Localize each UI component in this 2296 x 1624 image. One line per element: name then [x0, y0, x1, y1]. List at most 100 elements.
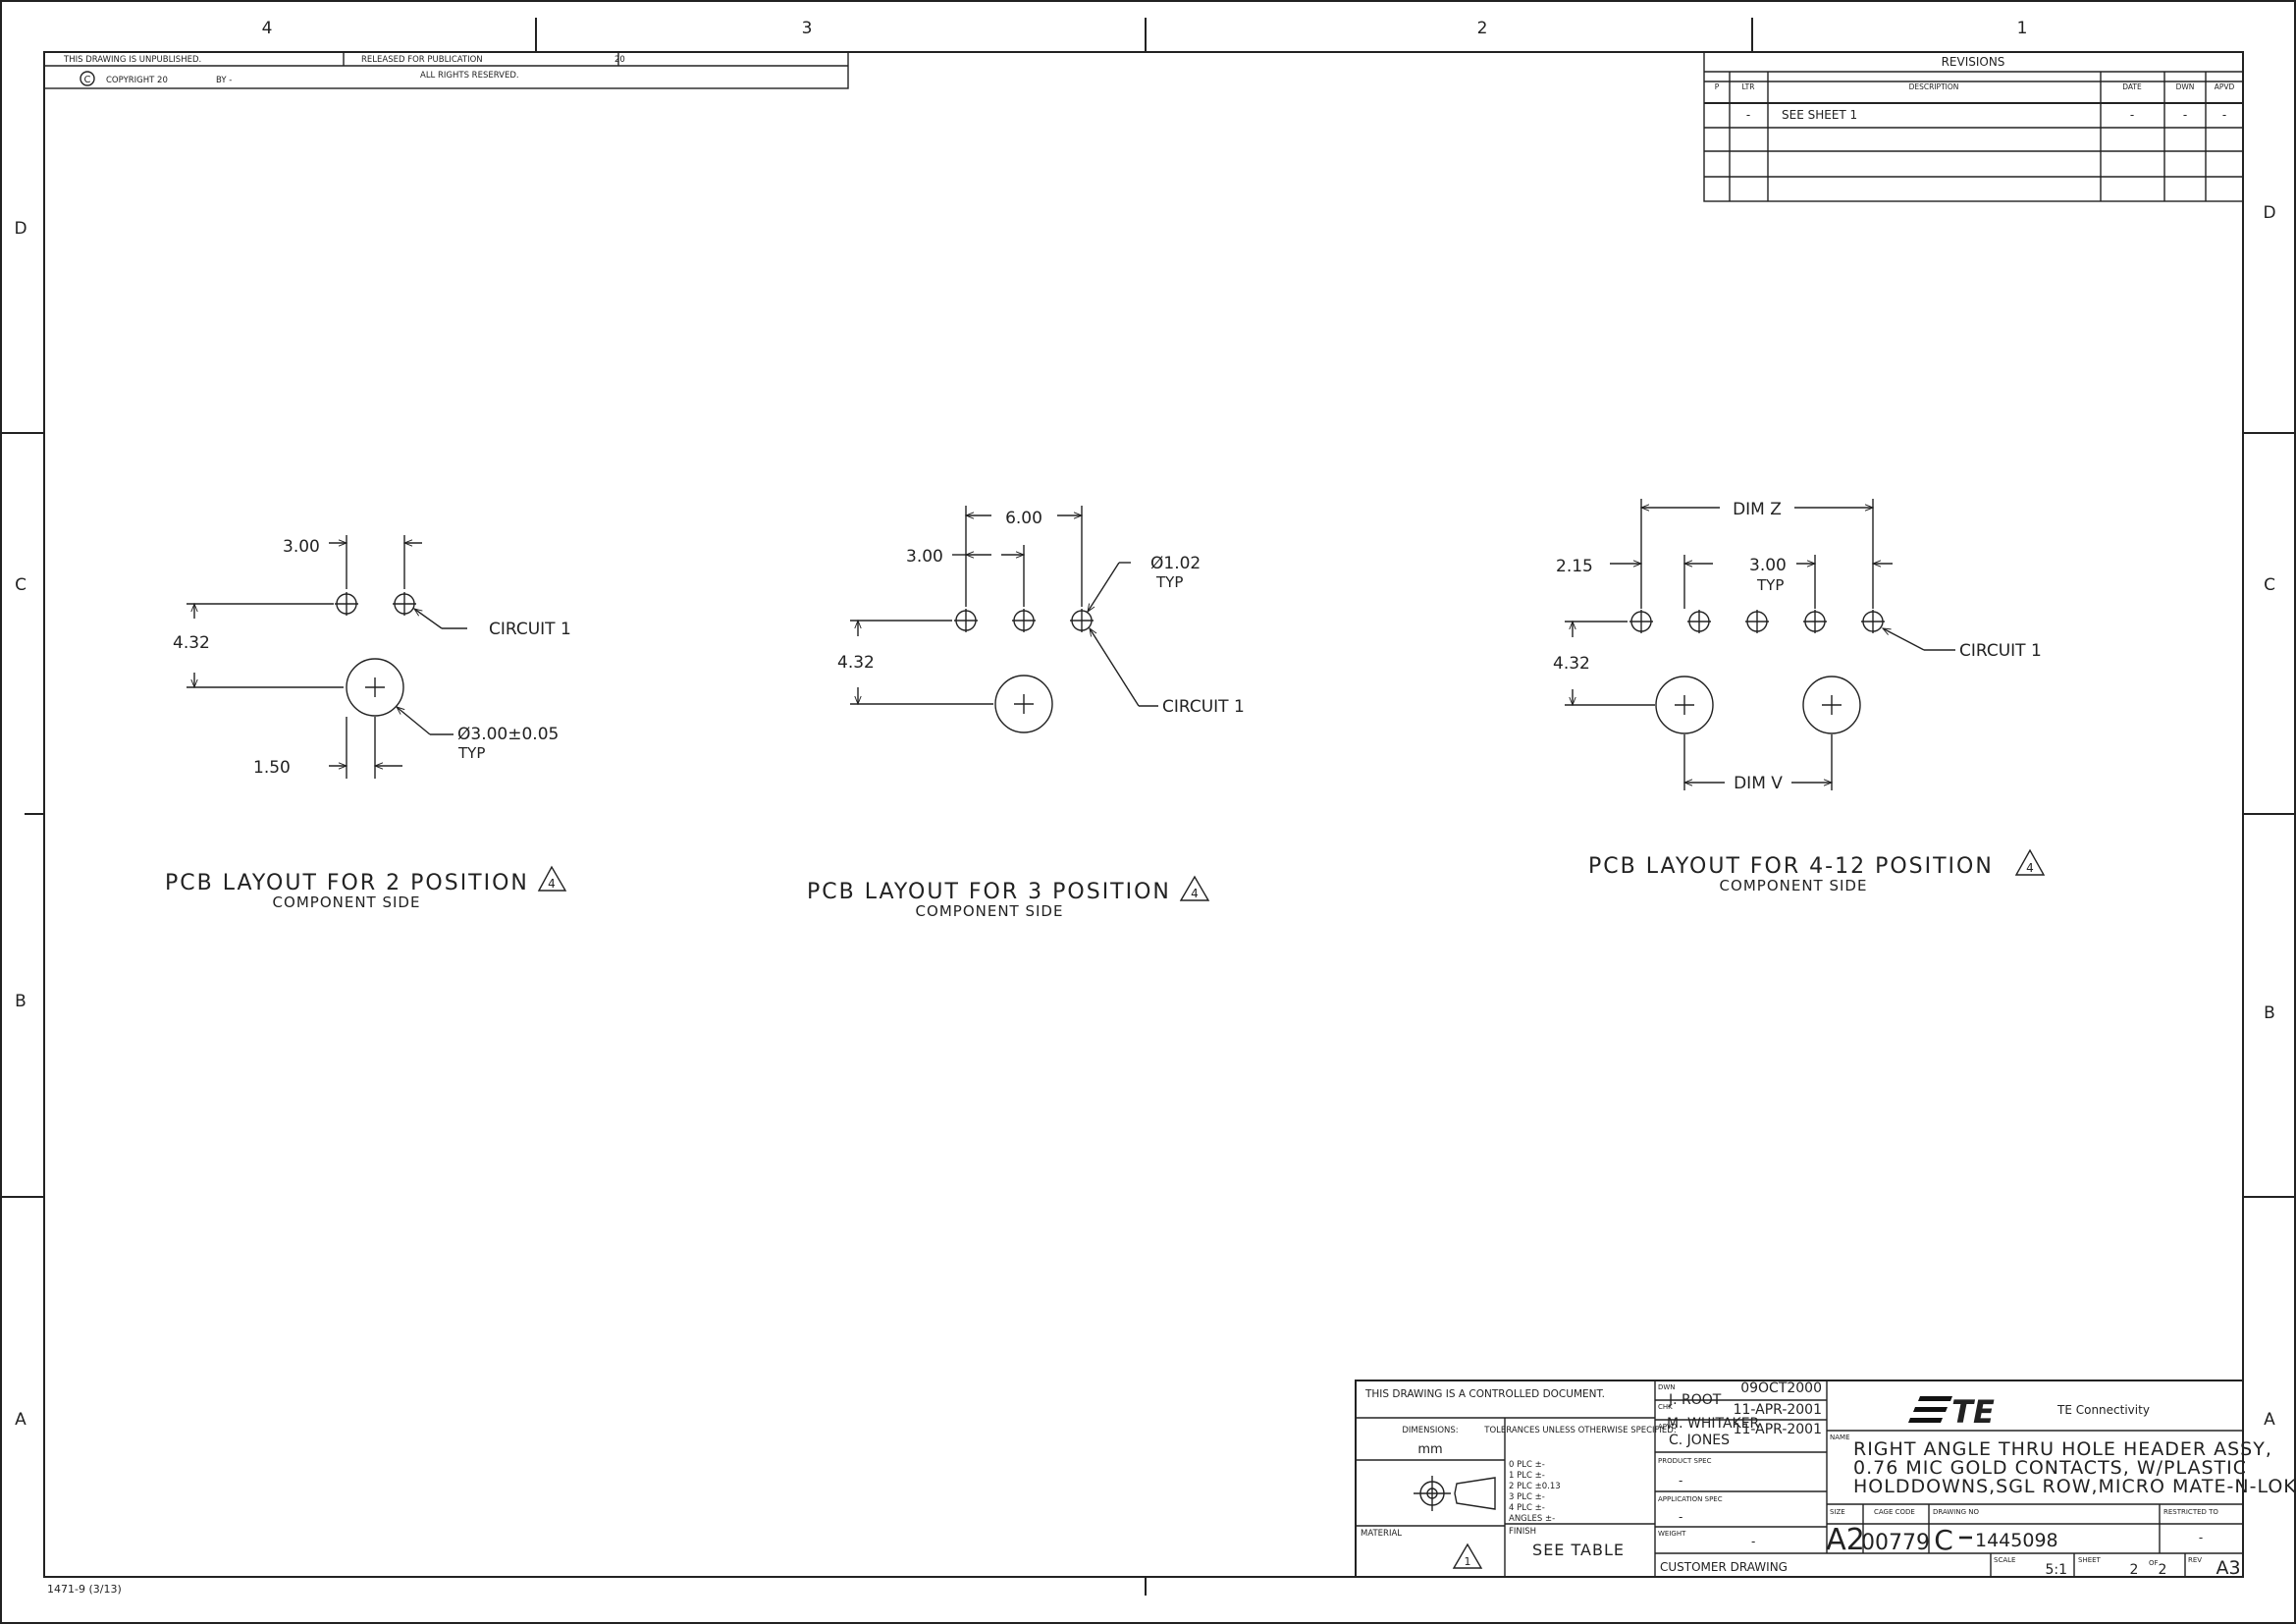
view-subtitle: COMPONENT SIDE [273, 893, 421, 911]
sheet-value: 2 [2130, 1562, 2139, 1578]
unpublished-text: THIS DRAWING IS UNPUBLISHED. [63, 55, 201, 65]
rev-header-date: DATE [2122, 82, 2142, 91]
view-title: PCB LAYOUT FOR 4-12 POSITION [1588, 854, 1994, 879]
part-name-line: RIGHT ANGLE THRU HOLE HEADER ASSY, [1853, 1438, 2272, 1460]
circuit-1-label: CIRCUIT 1 [1959, 641, 2042, 661]
hole [954, 609, 978, 632]
company-name: TE Connectivity [2056, 1403, 2150, 1417]
svg-text:4: 4 [2026, 861, 2034, 875]
hole [1012, 609, 1036, 632]
tolerances-label: TOLERANCES UNLESS OTHERWISE SPECIFIED: [1483, 1426, 1676, 1435]
holddown-hole [1655, 676, 1714, 734]
dim-pitch: 3.00 [283, 537, 320, 557]
rev-header-description: DESCRIPTION [1909, 82, 1959, 91]
pcb-layout-3-position: 6.00 3.00 4.32 Ø1.02 TYP CIRCUIT 1 PCB L… [807, 506, 1245, 920]
application-spec-value: - [1679, 1510, 1682, 1524]
hole [1629, 610, 1653, 633]
holddown-hole [346, 658, 404, 717]
hole [1861, 610, 1885, 633]
zone-left-c: C [15, 575, 27, 595]
zone-right-b: B [2264, 1003, 2275, 1023]
view-title: PCB LAYOUT FOR 2 POSITION [165, 871, 529, 895]
released-year: 20 [614, 55, 625, 65]
restricted-to-label: RESTRICTED TO [2163, 1508, 2218, 1516]
apvd-date: 11-APR-2001 [1734, 1422, 1822, 1437]
note-flag-icon [2014, 848, 2046, 876]
apvd-name: C. JONES [1669, 1433, 1730, 1448]
svg-text:-: - [2183, 108, 2187, 122]
part-name-line: HOLDDOWNS,SGL ROW,MICRO MATE-N-LOK [1853, 1476, 2296, 1497]
zone-top-2: 2 [1477, 19, 1488, 38]
cage-code-label: CAGE CODE [1874, 1508, 1915, 1516]
zone-right-a: A [2264, 1410, 2275, 1430]
finish-value: SEE TABLE [1532, 1541, 1625, 1559]
sheet-label: SHEET [2078, 1556, 2102, 1564]
dwn-label: DWN [1658, 1383, 1676, 1391]
hole-diameter-label: Ø3.00±0.05 [457, 725, 559, 744]
list-item: 3 PLC ±- [1509, 1492, 1545, 1502]
hole [393, 592, 416, 616]
zone-top-1: 1 [2017, 19, 2028, 38]
list-item: 4 PLC ±- [1509, 1503, 1545, 1513]
zone-left-b: B [15, 992, 27, 1011]
pcb-layout-4-12-position: DIM Z 2.15 3.00 TYP 4.32 DIM V CIRCUIT 1… [1553, 499, 2046, 894]
rev-header-apvd: APVD [2215, 82, 2235, 91]
apvd-label: APVD [1658, 1423, 1677, 1431]
te-logo-icon: TE [1908, 1393, 1995, 1431]
rev-header-dwn: DWN [2176, 82, 2195, 91]
svg-text:-: - [2130, 108, 2134, 122]
part-name-line: 0.76 MIC GOLD CONTACTS, W/PLASTIC [1853, 1457, 2247, 1479]
released-text: RELEASED FOR PUBLICATION [361, 55, 483, 65]
dim-row: 4.32 [837, 653, 875, 673]
note-flag-icon [1452, 1543, 1483, 1569]
dwn-name: J. ROOT [1668, 1392, 1722, 1408]
copyright-by: BY - [216, 76, 232, 85]
hole-diameter-label: Ø1.02 [1150, 554, 1201, 573]
tolerance-list: 0 PLC ±- 1 PLC ±- 2 PLC ±0.13 3 PLC ±- 4… [1509, 1460, 1561, 1524]
zone-right-c: C [2264, 575, 2275, 595]
product-spec-label: PRODUCT SPEC [1658, 1457, 1712, 1465]
weight-value: - [1751, 1535, 1755, 1548]
controlled-notice: THIS DRAWING IS A CONTROLLED DOCUMENT. [1364, 1388, 1605, 1400]
note-flag-icon [1179, 875, 1210, 901]
chk-name: M. WHITAKER [1667, 1416, 1760, 1432]
revisions-title: REVISIONS [1942, 55, 2005, 69]
circuit-1-label: CIRCUIT 1 [489, 620, 571, 639]
dim-span: 6.00 [1005, 509, 1042, 528]
rev-header-p: P [1715, 82, 1720, 91]
svg-text:TE: TE [1951, 1393, 1995, 1431]
zone-top-3: 3 [802, 19, 813, 38]
zone-labels: 4 3 2 1 D C B A D C B A [14, 19, 2275, 1430]
zone-left-d: D [14, 219, 27, 239]
customer-drawing-label: CUSTOMER DRAWING [1660, 1560, 1788, 1574]
svg-text:C: C [84, 75, 91, 85]
dim-edge: 2.15 [1556, 557, 1593, 576]
pcb-layout-2-position: 3.00 4.32 1.50 CIRCUIT 1 Ø3.00±0.05 TYP … [165, 535, 571, 911]
projection-symbol-icon [1414, 1476, 1496, 1511]
revisions-table: REVISIONS P LTR DESCRIPTION DATE DWN APV… [1703, 51, 2244, 202]
rev-header-ltr: LTR [1742, 82, 1755, 91]
of-value: 2 [2159, 1562, 2167, 1578]
dim-pitch: 3.00 [906, 547, 943, 567]
size-label: SIZE [1830, 1508, 1845, 1516]
hole [1070, 609, 1094, 632]
dimensions-label: DIMENSIONS: [1402, 1426, 1458, 1435]
copyright-icon [80, 71, 95, 86]
hole [335, 592, 358, 616]
dim-z-label: DIM Z [1733, 500, 1782, 519]
table-row: - SEE SHEET 1 - - - [1746, 108, 2226, 122]
dim-v-label: DIM V [1734, 774, 1783, 793]
zone-right-d: D [2263, 203, 2275, 223]
note-flag-icon [537, 865, 567, 892]
publication-notice: THIS DRAWING IS UNPUBLISHED. RELEASED FO… [43, 51, 849, 89]
drawing-no-prefix: C [1934, 1524, 1953, 1556]
dimensions-unit: mm [1417, 1442, 1442, 1457]
zone-top-4: 4 [262, 19, 273, 38]
rev-label: REV [2188, 1556, 2202, 1564]
holddown-hole [994, 675, 1053, 733]
list-item: 0 PLC ±- [1509, 1460, 1545, 1470]
typ-label: TYP [457, 744, 485, 762]
dim-row: 4.32 [173, 633, 210, 653]
list-item: 2 PLC ±0.13 [1509, 1482, 1561, 1491]
